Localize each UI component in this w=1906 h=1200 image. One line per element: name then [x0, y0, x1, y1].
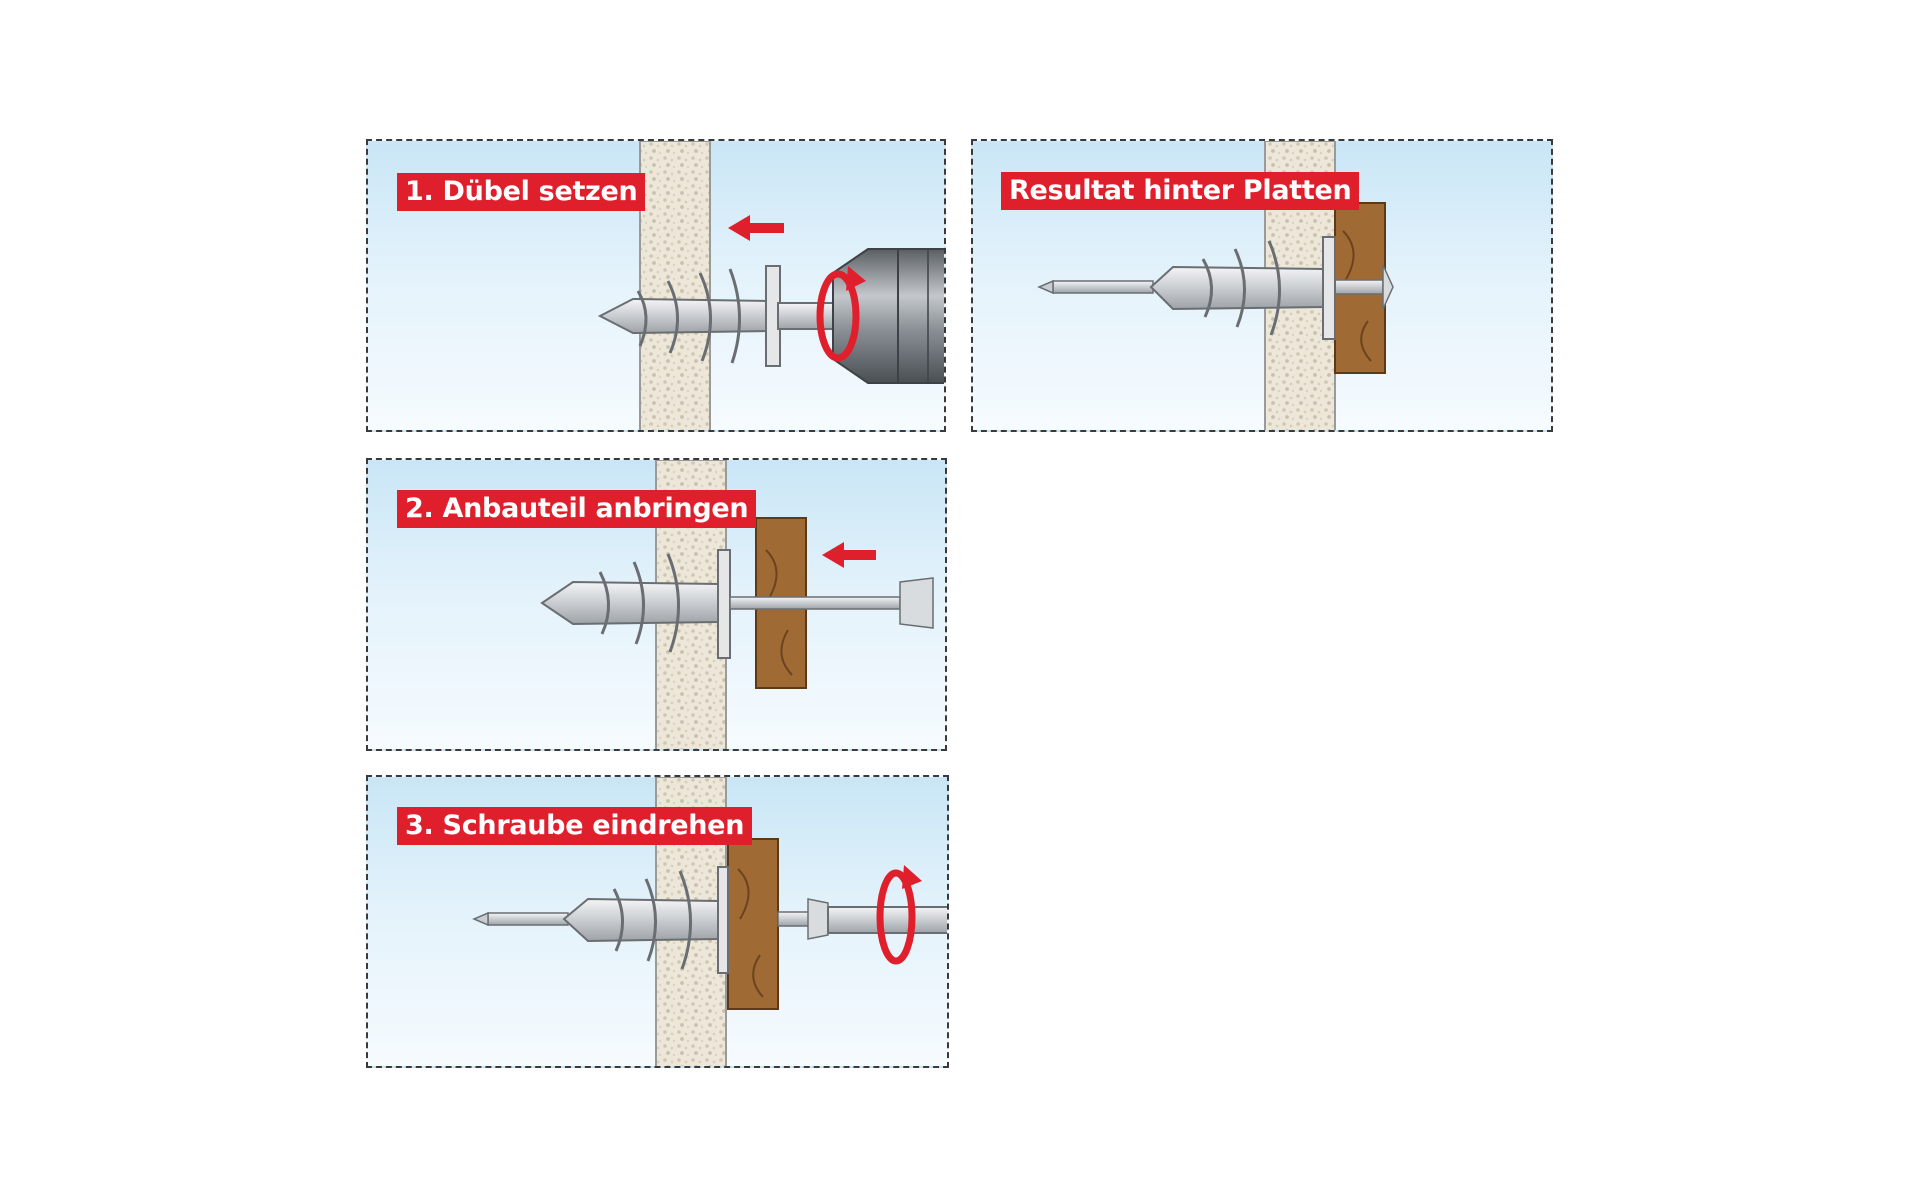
result-panel: Resultat hinter Platten: [971, 139, 1553, 432]
step-2-panel: 2. Anbauteil anbringen: [366, 458, 947, 751]
wood-part-icon: [727, 838, 779, 1010]
plasterboard-anchor-icon: [562, 866, 729, 974]
plasterboard-anchor-icon: [540, 549, 731, 659]
step-3-panel: 3. Schraube eindrehen: [366, 775, 949, 1068]
step-2-label: 2. Anbauteil anbringen: [397, 490, 757, 528]
step-1-illustration: [597, 141, 944, 430]
bit-shaft: [777, 302, 839, 330]
push-arrow-icon: [728, 215, 784, 241]
wall-plate: [639, 141, 711, 430]
push-arrow-icon: [822, 542, 876, 568]
screw-icon: [472, 898, 829, 940]
step-1-label: 1. Dübel setzen: [397, 173, 646, 211]
plasterboard-anchor-icon: [1149, 236, 1336, 340]
step-1-panel: 1. Dübel setzen: [366, 139, 946, 432]
screw-icon: [729, 577, 934, 629]
rotation-arrow-icon: [816, 266, 866, 362]
step-3-label: 3. Schraube eindrehen: [397, 807, 753, 845]
rotation-arrow-icon: [876, 865, 922, 965]
result-label: Resultat hinter Platten: [1001, 172, 1360, 210]
screwdriver-bit-icon: [827, 906, 947, 934]
